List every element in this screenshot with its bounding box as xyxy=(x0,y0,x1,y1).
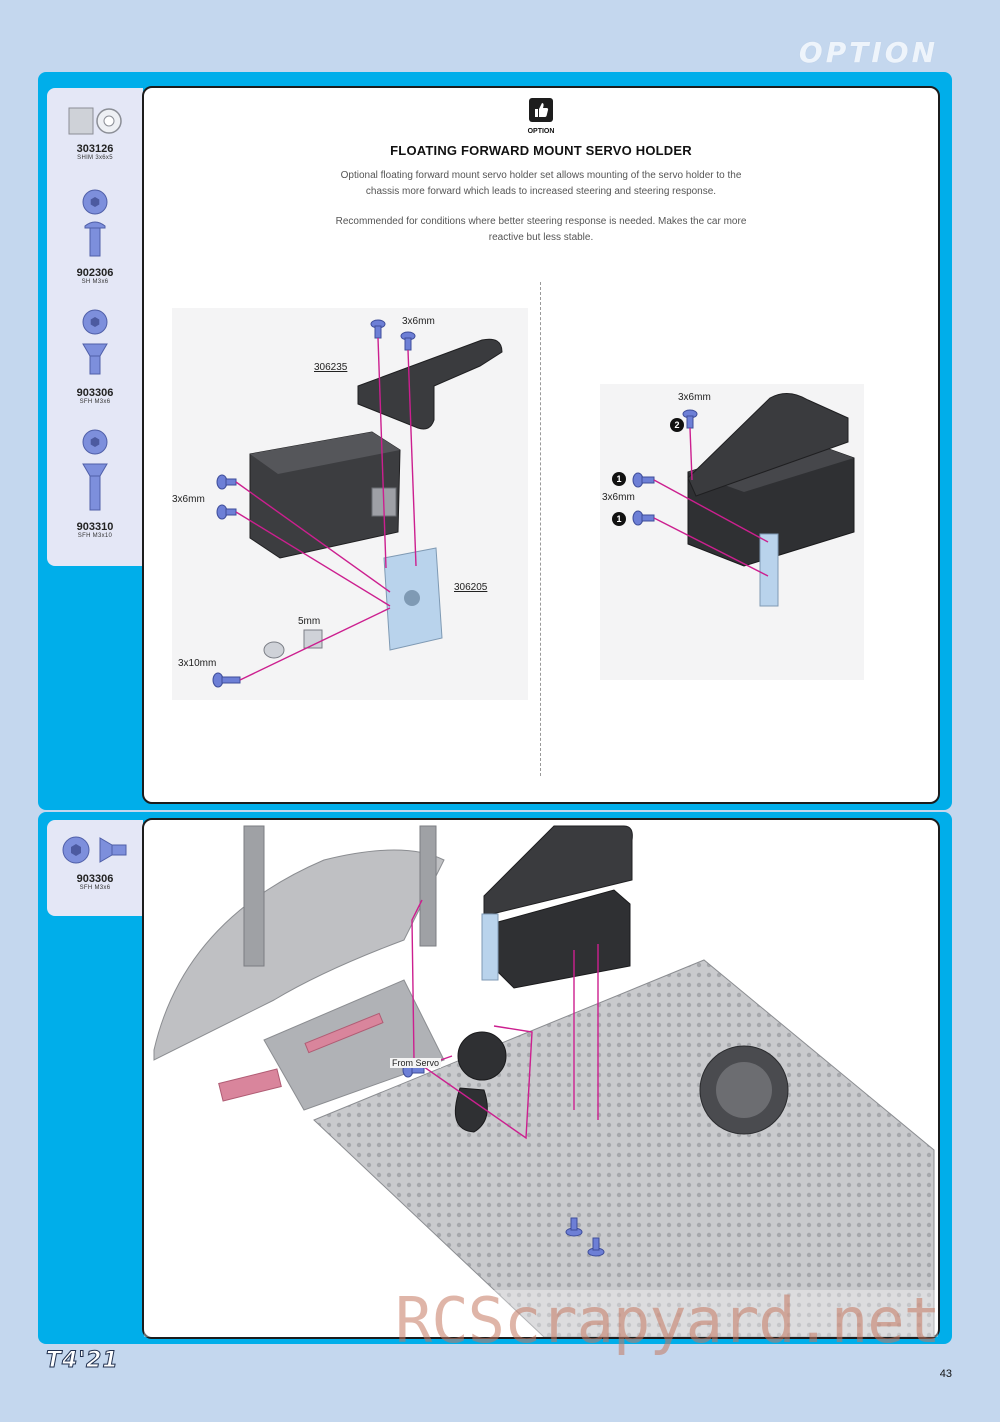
description-paragraph: Recommended for conditions where better … xyxy=(335,216,747,243)
diagram-divider xyxy=(540,282,541,776)
from-servo-label: From Servo xyxy=(390,1058,442,1068)
spacer-size-label: 5mm xyxy=(298,616,321,627)
part-number: 903306 xyxy=(76,873,114,885)
part-item: 903310 SFH M3x10 xyxy=(47,428,143,539)
step-number-badge: 1 xyxy=(612,472,626,486)
section-title: FLOATING FORWARD MOUNT SERVO HOLDER xyxy=(390,143,692,158)
part-callout: 306205 xyxy=(454,582,488,593)
part-number: 903310 xyxy=(76,521,114,533)
option-badge-label: OPTION xyxy=(527,128,555,135)
parts-sidebar: 303126 SHIM 3x6x5 902306 SH M3x6 903306 xyxy=(47,88,143,566)
screw-size-label: 3x6mm xyxy=(172,494,205,505)
watermark: RCScrapyard.net xyxy=(395,1284,941,1357)
chassis-assembly-diagram xyxy=(144,825,938,1337)
shim-icon xyxy=(68,107,122,135)
instruction-panel: From Servo xyxy=(142,818,940,1339)
step-number-badge: 1 xyxy=(612,512,626,526)
part-item: 902306 SH M3x6 xyxy=(47,188,143,285)
part-desc: SH M3x6 xyxy=(81,279,109,285)
servo-holder-exploded-diagram xyxy=(172,308,528,700)
part-callout: 306235 xyxy=(314,362,348,373)
screw-size-label: 3x6mm xyxy=(678,392,711,403)
screw-size-label: 3x10mm xyxy=(178,658,217,669)
flat-head-screw-icon xyxy=(62,836,127,864)
page-number: 43 xyxy=(939,1368,952,1380)
screw-size-label: 3x6mm xyxy=(402,316,435,327)
parts-sidebar: 903306 SFH M3x6 xyxy=(47,820,143,916)
flat-head-screw-long-icon xyxy=(82,429,108,511)
button-head-screw-icon xyxy=(82,189,108,257)
flat-head-screw-icon xyxy=(82,309,108,375)
part-number: 902306 xyxy=(76,267,114,279)
part-desc: SFH M3x10 xyxy=(77,533,113,539)
servo-holder-assembly-diagram xyxy=(600,384,864,680)
section-header: OPTION FLOATING FORWARD MOUNT SERVO HOLD… xyxy=(144,98,938,260)
part-desc: SHIM 3x6x5 xyxy=(77,155,113,161)
description-paragraph: Optional floating forward mount servo ho… xyxy=(340,170,742,197)
bottom-step-frame: 903306 SFH M3x6 xyxy=(38,812,952,1344)
part-item: 303126 SHIM 3x6x5 xyxy=(47,106,143,161)
brand-logo: T4'21 xyxy=(46,1348,119,1374)
option-header-label: OPTION xyxy=(798,36,938,69)
part-item: 903306 SFH M3x6 xyxy=(47,834,143,891)
section-description: Optional floating forward mount servo ho… xyxy=(331,168,751,246)
part-number: 303126 xyxy=(76,143,114,155)
part-desc: SFH M3x6 xyxy=(79,399,111,405)
part-item: 903306 SFH M3x6 xyxy=(47,308,143,405)
part-number: 903306 xyxy=(76,387,114,399)
step-number-badge: 2 xyxy=(670,418,684,432)
instruction-panel: OPTION FLOATING FORWARD MOUNT SERVO HOLD… xyxy=(142,86,940,804)
screw-size-label: 3x6mm xyxy=(602,492,635,503)
top-step-frame: 303126 SHIM 3x6x5 902306 SH M3x6 903306 xyxy=(38,72,952,810)
part-desc: SFH M3x6 xyxy=(79,885,111,891)
thumbs-up-icon xyxy=(529,98,553,122)
